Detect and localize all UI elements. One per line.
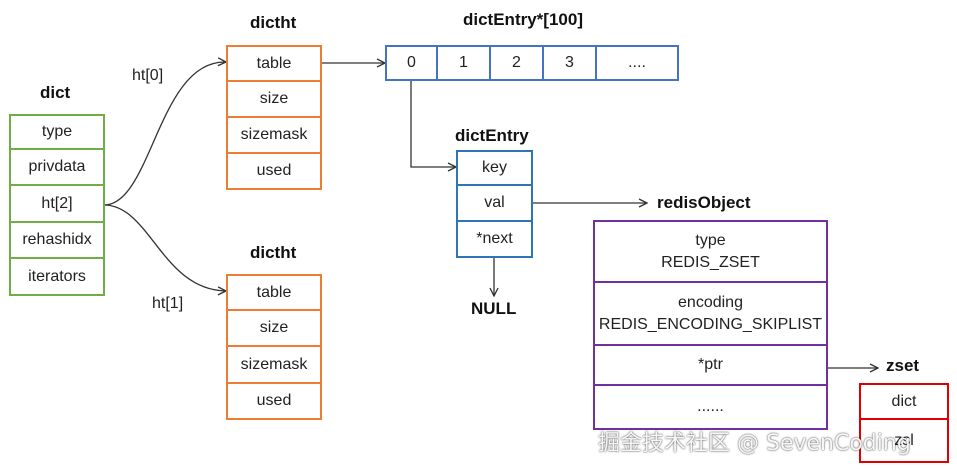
- bucket-to-entry-edge: [410, 81, 456, 167]
- entry-array-cell-3: 3: [544, 45, 597, 81]
- redis-object-field-encoding: encoding REDIS_ENCODING_SKIPLIST: [593, 283, 828, 346]
- entry-array-cell-more: ....: [597, 45, 679, 81]
- dictht0-field-table: table: [226, 45, 322, 82]
- redis-object-struct: type REDIS_ZSET encoding REDIS_ENCODING_…: [593, 220, 828, 430]
- dict-entry-field-val: val: [456, 186, 533, 222]
- redis-object-encoding-name: encoding: [678, 293, 743, 311]
- dict-entry-field-key: key: [456, 150, 533, 186]
- dictht0-field-size: size: [226, 82, 322, 118]
- dictht1-struct: table size sizemask used: [226, 274, 322, 420]
- entry-array-cell-2: 2: [491, 45, 544, 81]
- ht0-edge: [103, 62, 226, 206]
- redis-object-type-value: REDIS_ZSET: [661, 253, 760, 271]
- dictht1-title: dictht: [250, 243, 297, 262]
- ht1-edge-label: ht[1]: [152, 295, 184, 312]
- dictht0-field-used: used: [226, 154, 322, 190]
- redis-object-field-more: ......: [593, 386, 828, 430]
- entry-array-cell-0: 0: [385, 45, 438, 81]
- watermark: 掘金技术社区 @ SevenCoding: [598, 431, 911, 456]
- entry-array: 0 1 2 3 ....: [385, 45, 679, 81]
- redis-object-field-type: type REDIS_ZSET: [593, 220, 828, 283]
- dict-field-type: type: [9, 114, 105, 150]
- dictht0-field-sizemask: sizemask: [226, 118, 322, 154]
- dict-field-iterators: iterators: [9, 259, 105, 296]
- zset-field-zsl: zsl: [859, 420, 949, 463]
- dict-entry-struct: key val *next: [456, 150, 533, 258]
- dict-field-rehashidx: rehashidx: [9, 223, 105, 259]
- ht1-edge: [103, 204, 226, 291]
- redis-object-title: redisObject: [657, 193, 751, 212]
- entry-array-title: dictEntry*[100]: [463, 10, 583, 29]
- zset-struct: dict zsl: [859, 383, 949, 463]
- dict-struct: type privdata ht[2] rehashidx iterators: [9, 114, 105, 296]
- redis-object-encoding-value: REDIS_ENCODING_SKIPLIST: [598, 315, 823, 333]
- dictht0-struct: table size sizemask used: [226, 45, 322, 190]
- entry-array-cell-1: 1: [438, 45, 491, 81]
- zset-field-dict: dict: [859, 383, 949, 420]
- redis-object-more-name: ......: [697, 398, 724, 415]
- dictht0-title: dictht: [250, 13, 297, 32]
- dict-field-ht: ht[2]: [9, 186, 105, 223]
- redis-object-ptr-name: *ptr: [698, 356, 723, 373]
- dict-entry-field-next: *next: [456, 222, 533, 258]
- dict-entry-title: dictEntry: [455, 126, 529, 145]
- dictht1-field-table: table: [226, 274, 322, 311]
- redis-object-field-ptr: *ptr: [593, 346, 828, 386]
- redis-object-type-name: type: [695, 231, 726, 249]
- dict-field-privdata: privdata: [9, 150, 105, 186]
- dict-title: dict: [40, 83, 71, 102]
- dictht1-field-size: size: [226, 311, 322, 347]
- zset-title: zset: [886, 356, 920, 375]
- dictht1-field-sizemask: sizemask: [226, 347, 322, 384]
- ht0-edge-label: ht[0]: [132, 67, 164, 84]
- dictht1-field-used: used: [226, 384, 322, 420]
- null-label: NULL: [471, 299, 517, 318]
